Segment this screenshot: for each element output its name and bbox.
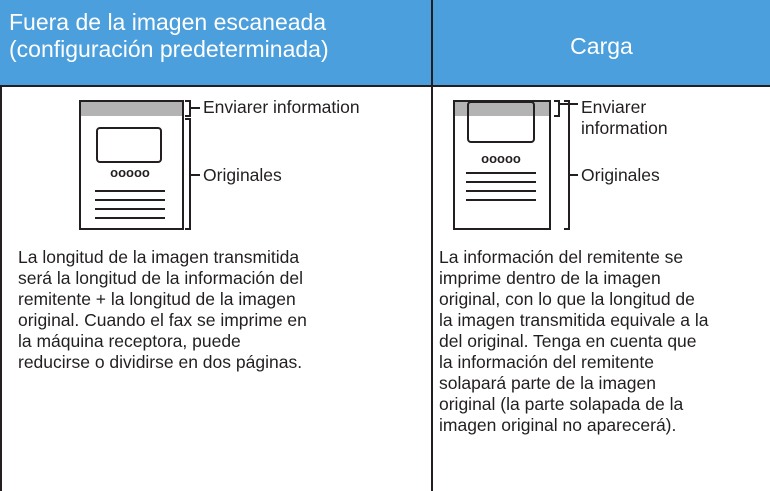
- right-originals-label: Originales: [581, 165, 660, 185]
- right-image-box: [467, 101, 535, 143]
- left-originals-label: Originales: [203, 165, 282, 185]
- header-left: Fuera de la imagen escaneada (configurac…: [0, 0, 431, 85]
- column-divider: [431, 0, 433, 491]
- left-document-diagram: [79, 100, 200, 230]
- header-divider: [0, 85, 770, 87]
- right-bracket-originals: [564, 100, 570, 230]
- left-sender-label: Enviarer information: [203, 97, 360, 117]
- left-page-outline: [79, 100, 184, 230]
- header-left-label: Fuera de la imagen escaneada (configurac…: [9, 9, 329, 62]
- right-document-diagram: [453, 100, 578, 230]
- left-dots: ooooo: [110, 165, 150, 180]
- left-image-box: [96, 127, 162, 163]
- header-right-label: Carga: [570, 33, 633, 59]
- right-sender-label: Enviarer information: [581, 97, 668, 138]
- right-description: La información del remitente se imprime …: [439, 247, 709, 435]
- left-border: [0, 85, 2, 491]
- right-bracket-sender: [554, 100, 560, 117]
- right-dots: ooooo: [481, 151, 521, 166]
- left-sender-band: [81, 102, 182, 116]
- right-sender-band: [455, 102, 549, 116]
- header-right: Carga: [433, 0, 770, 85]
- left-description: La longitud de la imagen transmitida ser…: [18, 247, 307, 372]
